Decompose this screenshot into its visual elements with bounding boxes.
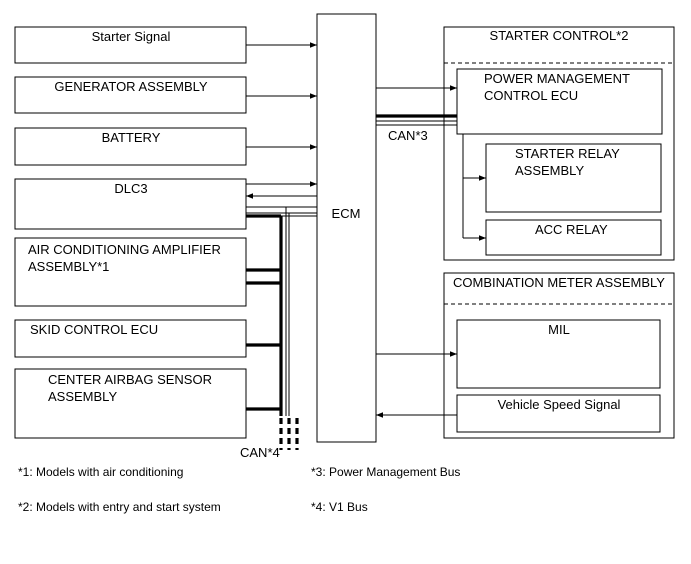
power-management-ecu-box (456, 68, 663, 135)
vehicle-speed-signal-label: Vehicle Speed Signal (498, 397, 621, 412)
footnote-1: *1: Models with air conditioning (18, 465, 183, 479)
air-conditioning-amplifier-box (14, 237, 247, 307)
starter-relay-label-1: STARTER RELAY (515, 146, 620, 161)
battery-label: BATTERY (102, 130, 161, 145)
center-airbag-sensor-box (14, 368, 247, 439)
skid-control-ecu-label: SKID CONTROL ECU (30, 322, 158, 337)
starter-relay-label-2: ASSEMBLY (515, 163, 584, 178)
power-management-bus-lines (376, 114, 457, 126)
ecm-label: ECM (332, 206, 361, 221)
vehicle-speed-signal-box (456, 394, 661, 433)
mil-box (456, 319, 661, 389)
footnote-4: *4: V1 Bus (311, 500, 368, 514)
footnote-3: *3: Power Management Bus (311, 465, 460, 479)
center-airbag-sensor-label-1: CENTER AIRBAG SENSOR (48, 372, 212, 387)
acc-relay-box (485, 219, 662, 256)
air-conditioning-amplifier-label-2: ASSEMBLY*1 (28, 259, 109, 274)
generator-assembly-label: GENERATOR ASSEMBLY (54, 79, 207, 94)
starter-signal-box (14, 26, 247, 64)
starter-signal-label: Starter Signal (92, 29, 171, 44)
combination-meter-title: COMBINATION METER ASSEMBLY (453, 275, 665, 290)
ecm-box (316, 13, 377, 443)
battery-box (14, 127, 247, 166)
center-airbag-sensor-label-2: ASSEMBLY (48, 389, 117, 404)
generator-assembly-box (14, 76, 247, 114)
footnote-2: *2: Models with entry and start system (18, 500, 221, 514)
starter-control-title: STARTER CONTROL*2 (490, 28, 629, 43)
power-management-ecu-label-2: CONTROL ECU (484, 88, 578, 103)
dlc3-box (14, 178, 247, 230)
dlc3-label: DLC3 (114, 181, 147, 196)
acc-relay-label: ACC RELAY (535, 222, 608, 237)
can4-label: CAN*4 (240, 445, 280, 460)
skid-control-ecu-box (14, 319, 247, 358)
v1-bus-lines (246, 206, 317, 416)
can3-label: CAN*3 (388, 128, 428, 143)
air-conditioning-amplifier-label-1: AIR CONDITIONING AMPLIFIER (28, 242, 221, 257)
power-management-ecu-label-1: POWER MANAGEMENT (484, 71, 630, 86)
mil-label: MIL (548, 322, 570, 337)
v1-bus-dashed-continuation (279, 418, 299, 450)
